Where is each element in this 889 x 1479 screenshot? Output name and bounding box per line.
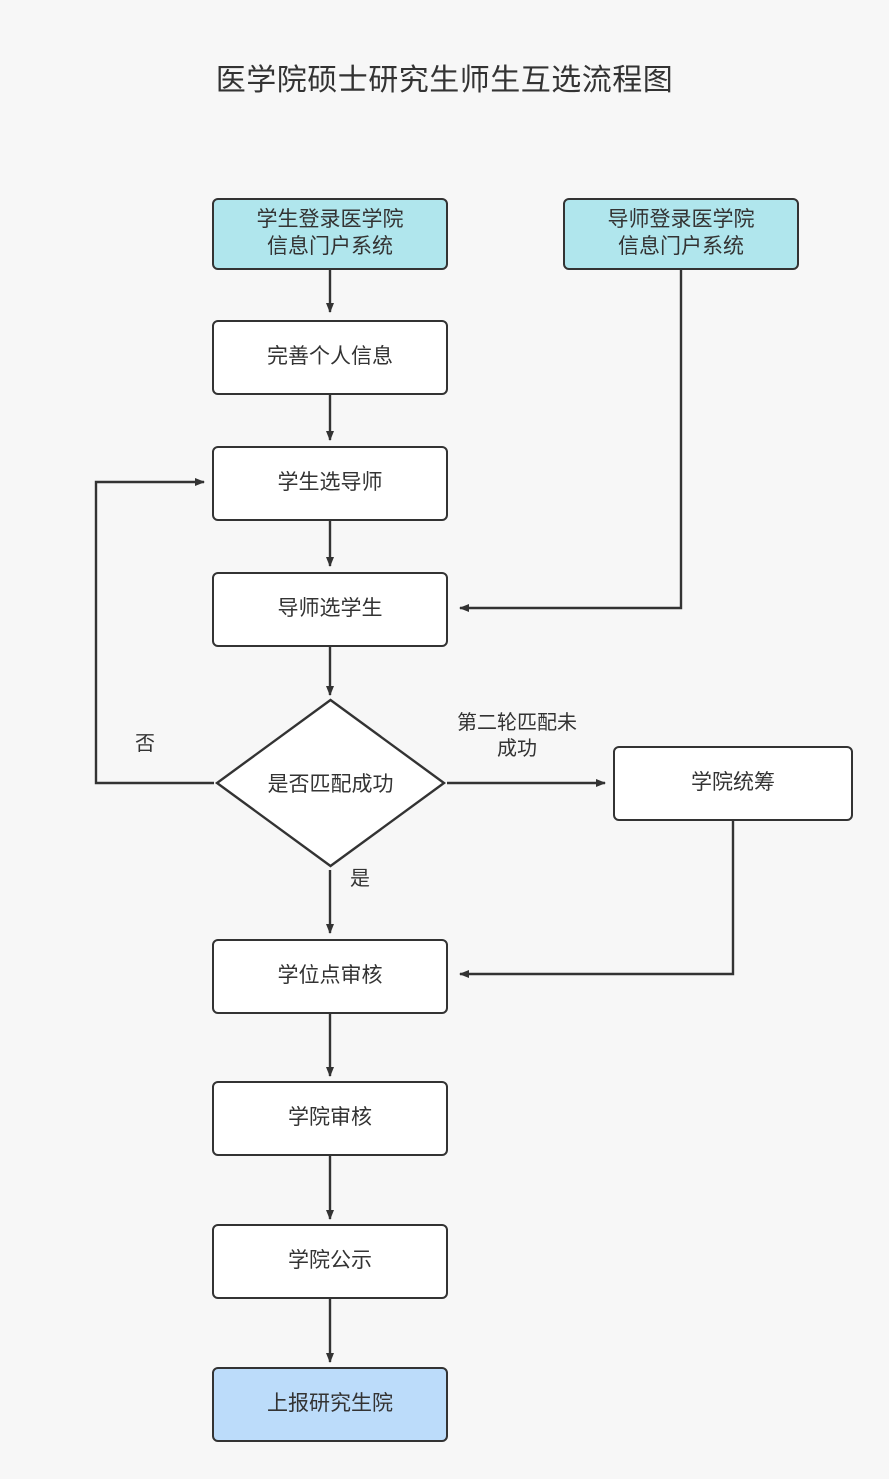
node-college-review[interactable]: 学院审核: [212, 1081, 448, 1156]
edge-coordination-to-degree-review: [459, 821, 735, 978]
edge-label-second-round-failed: 第二轮匹配未 成功: [457, 712, 577, 760]
node-report-to-graduate-school[interactable]: 上报研究生院: [212, 1367, 448, 1442]
edge-label-no: 否: [135, 733, 155, 755]
node-complete-profile-label: 完善个人信息: [267, 345, 393, 369]
node-college-coordination-label: 学院统筹: [691, 771, 775, 795]
node-student-picks-advisor[interactable]: 学生选导师: [212, 446, 448, 521]
node-college-review-label: 学院审核: [288, 1106, 372, 1130]
edge-decision-no-loop: [94, 478, 214, 785]
node-student-login-label: 学生登录医学院 信息门户系统: [256, 208, 404, 258]
node-teacher-login[interactable]: 导师登录医学院 信息门户系统: [563, 198, 799, 270]
node-match-decision-label: 是否匹配成功: [267, 773, 394, 796]
node-degree-point-review[interactable]: 学位点审核: [212, 939, 448, 1014]
node-student-picks-advisor-label: 学生选导师: [277, 471, 383, 495]
node-advisor-picks-student-label: 导师选学生: [277, 597, 383, 621]
page-title: 医学院硕士研究生师生互选流程图: [215, 64, 674, 97]
node-college-coordination[interactable]: 学院统筹: [613, 746, 853, 821]
node-teacher-login-label: 导师登录医学院 信息门户系统: [607, 208, 755, 258]
node-advisor-picks-student[interactable]: 导师选学生: [212, 572, 448, 647]
node-complete-profile[interactable]: 完善个人信息: [212, 320, 448, 395]
node-report-to-graduate-school-label: 上报研究生院: [267, 1392, 393, 1416]
node-college-announcement[interactable]: 学院公示: [212, 1224, 448, 1299]
edge-label-yes: 是: [350, 868, 370, 890]
node-degree-point-review-label: 学位点审核: [277, 964, 383, 988]
node-student-login[interactable]: 学生登录医学院 信息门户系统: [212, 198, 448, 270]
edge-teacher-login-to-advisor-picks: [459, 270, 683, 612]
node-college-announcement-label: 学院公示: [288, 1249, 372, 1273]
node-match-decision[interactable]: 是否匹配成功: [214, 697, 447, 869]
